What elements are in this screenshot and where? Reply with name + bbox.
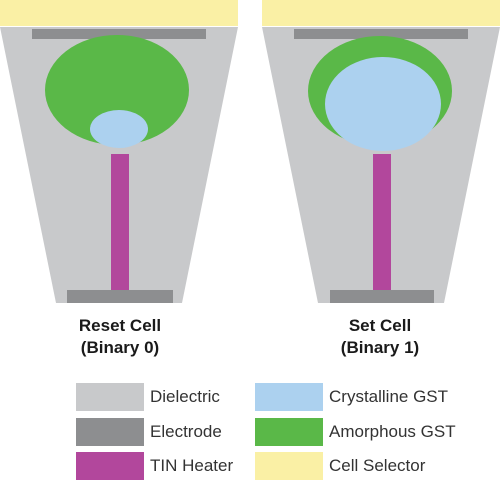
crystalline-gst-region [325,57,441,151]
bottom-electrode [330,290,434,303]
legend-label: Crystalline GST [329,387,449,406]
set-cell-title: Set Cell [348,316,412,335]
cell-selector-layer [262,0,500,26]
reset-cell [0,0,238,303]
reset-cell-label: Reset Cell (Binary 0) [0,315,240,359]
electrode-swatch [76,418,144,446]
cell-selector-swatch [255,452,323,480]
legend-label: TIN Heater [150,456,234,475]
crystalline-gst-swatch [255,383,323,411]
top-electrode [32,29,206,39]
tin-heater [373,154,391,290]
legend-label: Amorphous GST [329,422,456,441]
reset-cell-title: Reset Cell [78,316,162,335]
cell-selector-layer [0,0,238,26]
dielectric-swatch [76,383,144,411]
set-cell-label: Set Cell (Binary 1) [260,315,500,359]
tin-heater-swatch [76,452,144,480]
reset-cell-subtitle: (Binary 0) [80,338,160,357]
set-cell [262,0,500,303]
amorphous-gst-region [45,35,189,145]
cell-illustrations [0,0,500,303]
tin-heater [111,154,129,290]
amorphous-gst-swatch [255,418,323,446]
crystalline-gst-region [90,110,148,148]
legend-label: Electrode [150,422,222,441]
bottom-electrode [67,290,173,303]
legend-label: Cell Selector [329,456,426,475]
set-cell-subtitle: (Binary 1) [340,338,420,357]
top-electrode [294,29,468,39]
legend-label: Dielectric [150,387,220,406]
